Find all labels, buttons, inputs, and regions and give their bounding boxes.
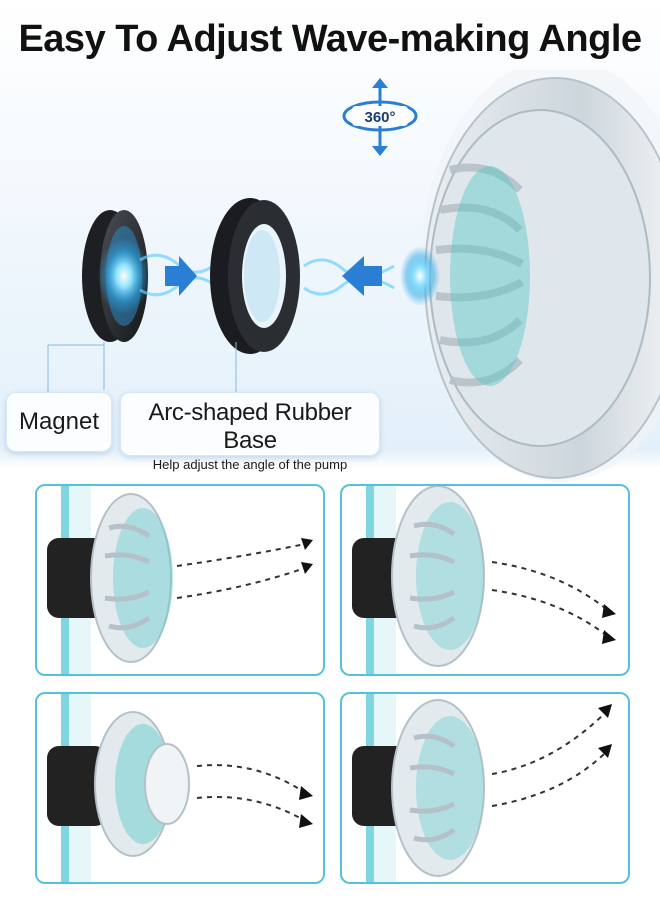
rubber-base-note: Help adjust the angle of the pump [152,457,348,472]
panel-angle-down-right [340,484,630,676]
pump-assembly-illustration: 360° [47,70,660,482]
panel-angle-up-right [35,484,325,676]
panel-angle-straight-down [35,692,325,884]
page-title: Easy To Adjust Wave-making Angle [18,18,642,60]
rubber-base-label: Arc-shaped Rubber Base Help adjust the a… [120,392,380,472]
rotation-icon: 360° [342,78,418,156]
magnet-label: Magnet [6,392,112,452]
rubber-base-title: Arc-shaped Rubber Base [148,399,352,454]
rotation-badge: 360° [364,109,395,126]
rubber-ring [210,198,300,354]
magnet-disc [82,210,150,342]
wave-pump [400,70,660,482]
panel-angle-up [340,692,630,884]
